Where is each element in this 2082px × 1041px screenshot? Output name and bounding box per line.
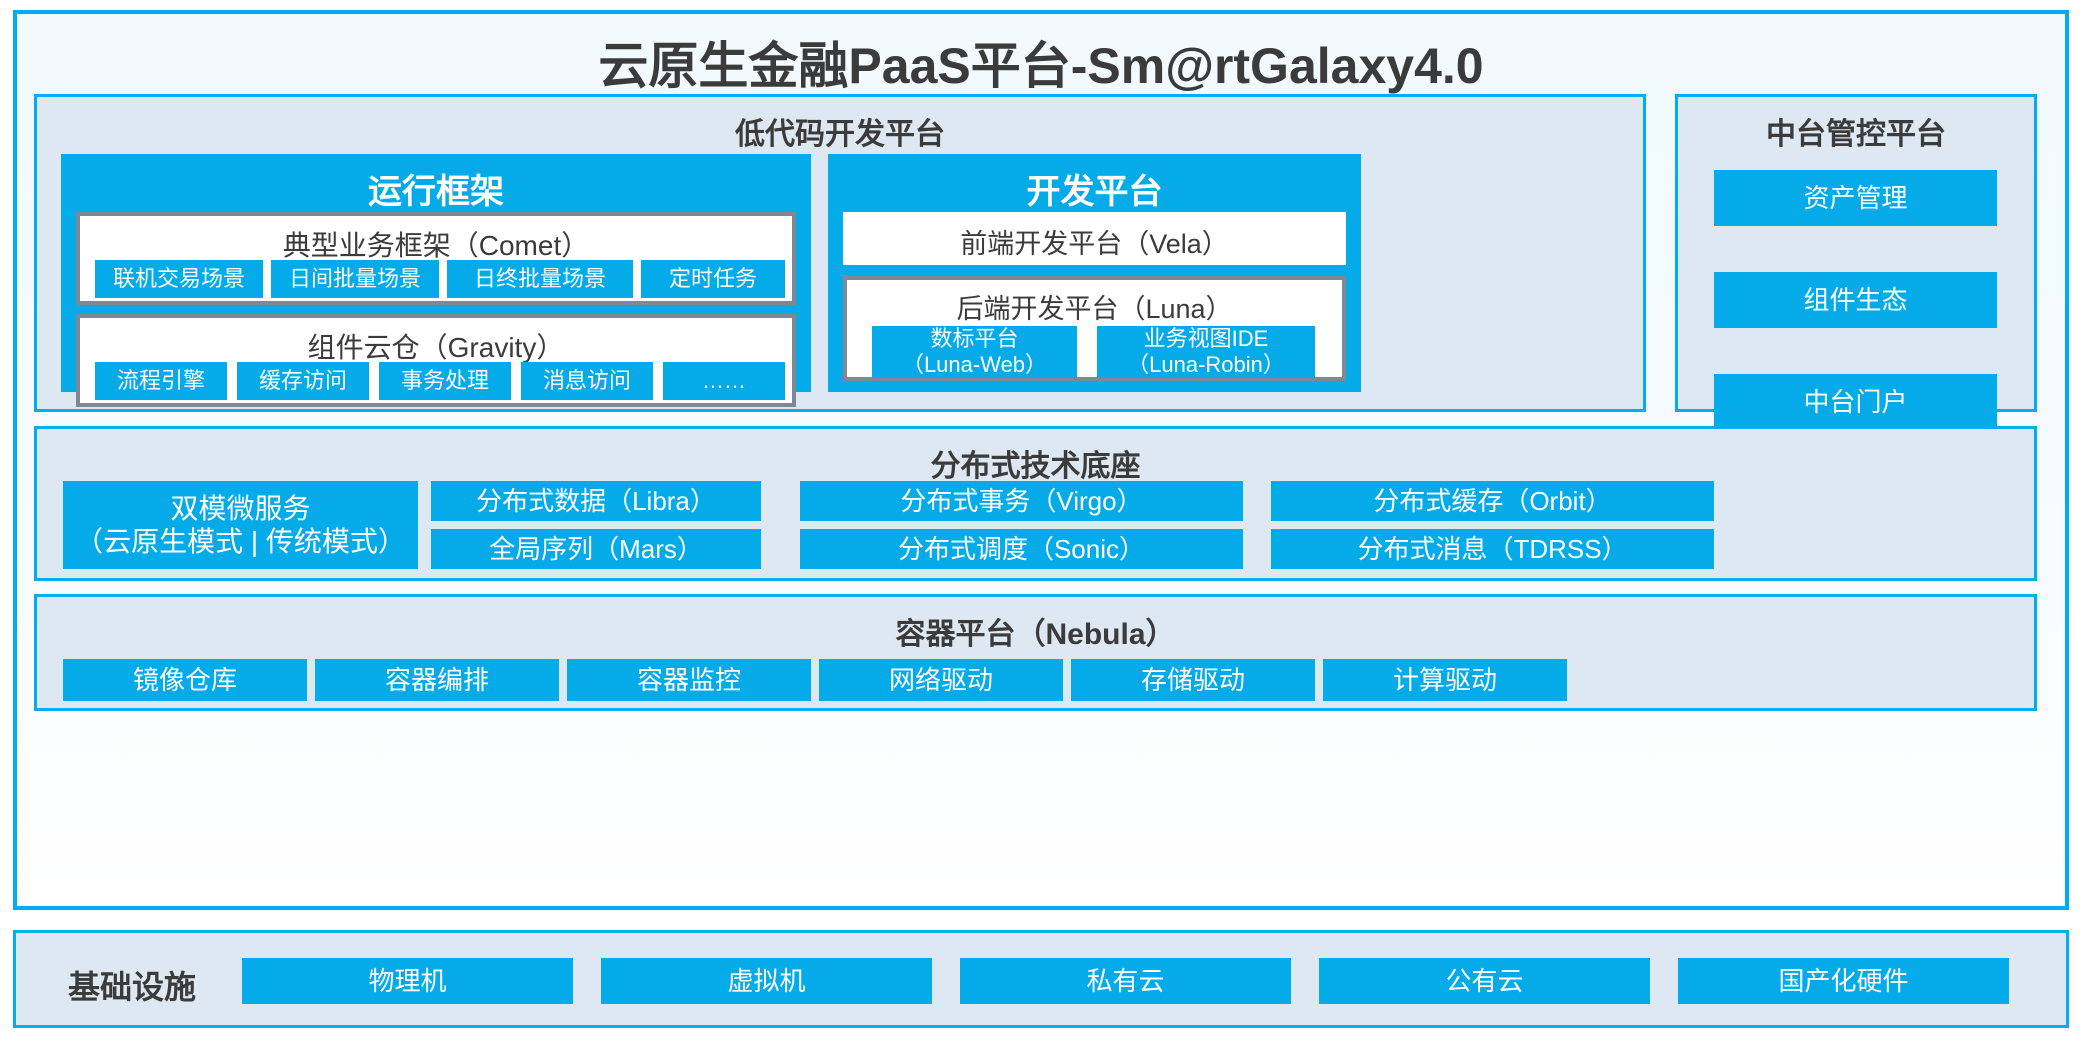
chip-gravity-1[interactable]: 缓存访问 [237, 362, 369, 400]
chip-tech-tdrss[interactable]: 分布式消息（TDRSS） [1271, 529, 1714, 569]
chip-comet-1[interactable]: 日间批量场景 [271, 260, 439, 298]
chip-infra-2[interactable]: 私有云 [960, 958, 1291, 1004]
main-panel: 云原生金融PaaS平台-Sm@rtGalaxy4.0 低代码开发平台 运行框架 … [13, 10, 2069, 910]
chip-container-5[interactable]: 计算驱动 [1323, 659, 1567, 701]
chip-tech-sonic[interactable]: 分布式调度（Sonic） [800, 529, 1243, 569]
chip-infra-4[interactable]: 国产化硬件 [1678, 958, 2009, 1004]
section-infrastructure: 基础设施 物理机 虚拟机 私有云 公有云 国产化硬件 [13, 930, 2069, 1028]
section-lowcode-platform: 低代码开发平台 运行框架 典型业务框架（Comet） 联机交易场景 日间批量场景… [34, 94, 1646, 412]
chip-infra-3[interactable]: 公有云 [1319, 958, 1650, 1004]
chip-gravity-3[interactable]: 消息访问 [521, 362, 653, 400]
chip-dual-mode-microservice[interactable]: 双模微服务 （云原生模式 | 传统模式） [63, 481, 418, 569]
section-title-container: 容器平台（Nebula） [895, 618, 1176, 651]
chip-container-2[interactable]: 容器监控 [567, 659, 811, 701]
chip-luna-robin[interactable]: 业务视图IDE （Luna-Robin） [1097, 326, 1315, 378]
section-tech-base: 分布式技术底座 双模微服务 （云原生模式 | 传统模式） 分布式数据（Libra… [34, 426, 2037, 581]
chip-infra-0[interactable]: 物理机 [242, 958, 573, 1004]
chip-tech-mars[interactable]: 全局序列（Mars） [431, 529, 761, 569]
chip-container-1[interactable]: 容器编排 [315, 659, 559, 701]
chip-container-3[interactable]: 网络驱动 [819, 659, 1063, 701]
chip-comet-0[interactable]: 联机交易场景 [95, 260, 263, 298]
chip-midoffice-0[interactable]: 资产管理 [1714, 170, 1997, 226]
section-midoffice-platform: 中台管控平台 资产管理 组件生态 中台门户 [1675, 94, 2037, 430]
chip-tech-orbit[interactable]: 分布式缓存（Orbit） [1271, 481, 1714, 521]
card-comet: 典型业务框架（Comet） 联机交易场景 日间批量场景 日终批量场景 定时任务 [76, 212, 796, 305]
card-backend-luna: 后端开发平台（Luna） 数标平台 （Luna-Web） 业务视图IDE （Lu… [843, 276, 1346, 381]
section-container-platform: 容器平台（Nebula） 镜像仓库 容器编排 容器监控 网络驱动 存储驱动 计算… [34, 594, 2037, 711]
chip-luna-web[interactable]: 数标平台 （Luna-Web） [872, 326, 1077, 378]
chip-tech-virgo[interactable]: 分布式事务（Virgo） [800, 481, 1243, 521]
chip-infra-1[interactable]: 虚拟机 [601, 958, 932, 1004]
section-title-midoffice: 中台管控平台 [1766, 118, 1946, 151]
card-title-backend-luna: 后端开发平台（Luna） [956, 294, 1233, 324]
card-title-gravity: 组件云仓（Gravity） [307, 332, 565, 363]
section-title-lowcode: 低代码开发平台 [735, 118, 945, 151]
panel-runtime-framework: 运行框架 典型业务框架（Comet） 联机交易场景 日间批量场景 日终批量场景 … [61, 154, 811, 407]
infrastructure-label: 基础设施 [68, 969, 197, 1005]
panel-dev-platform: 开发平台 前端开发平台（Vela） 后端开发平台（Luna） 数标平台 （Lun… [828, 154, 1361, 392]
card-frontend-vela: 前端开发平台（Vela） [843, 212, 1346, 265]
card-title-frontend-vela: 前端开发平台（Vela） [960, 229, 1229, 259]
chip-midoffice-2[interactable]: 中台门户 [1714, 374, 1997, 430]
panel-title-runtime-framework: 运行框架 [368, 173, 504, 211]
chip-midoffice-1[interactable]: 组件生态 [1714, 272, 1997, 328]
page-title: 云原生金融PaaS平台-Sm@rtGalaxy4.0 [598, 38, 1484, 94]
chip-gravity-0[interactable]: 流程引擎 [95, 362, 227, 400]
card-title-comet: 典型业务框架（Comet） [282, 230, 590, 261]
chip-comet-2[interactable]: 日终批量场景 [447, 260, 633, 298]
panel-title-dev-platform: 开发平台 [1026, 173, 1163, 211]
chip-gravity-2[interactable]: 事务处理 [379, 362, 511, 400]
chip-container-4[interactable]: 存储驱动 [1071, 659, 1315, 701]
chip-container-0[interactable]: 镜像仓库 [63, 659, 307, 701]
card-gravity: 组件云仓（Gravity） 流程引擎 缓存访问 事务处理 消息访问 …… [76, 314, 796, 407]
chip-tech-libra[interactable]: 分布式数据（Libra） [431, 481, 761, 521]
chip-comet-3[interactable]: 定时任务 [641, 260, 785, 298]
section-title-tech-base: 分布式技术底座 [930, 450, 1141, 483]
chip-gravity-4[interactable]: …… [663, 362, 785, 400]
